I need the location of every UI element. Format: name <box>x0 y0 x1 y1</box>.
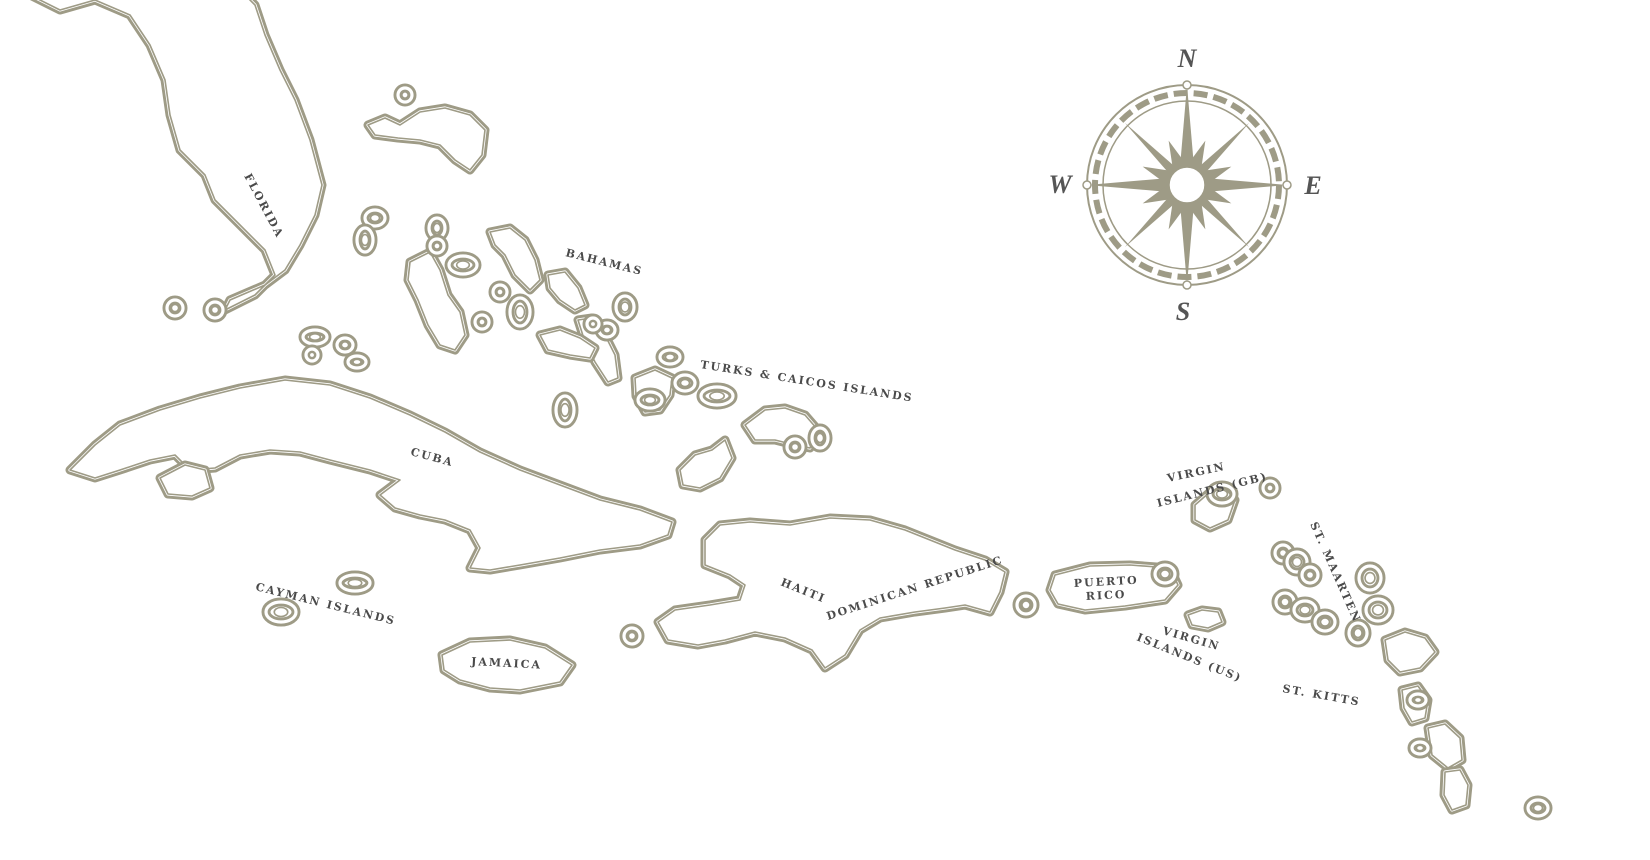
islet <box>582 313 604 335</box>
islet <box>335 570 375 596</box>
islet <box>1012 591 1040 619</box>
land-isle <box>160 465 210 496</box>
compass-north: N <box>1177 44 1198 73</box>
land-lucia <box>1444 770 1468 810</box>
land-hispaniola <box>658 518 1005 668</box>
land-inagua <box>680 440 732 488</box>
land-masses <box>30 0 1553 821</box>
label-jamaica: JAMAICA <box>470 655 542 672</box>
islet <box>470 310 494 334</box>
islet <box>1344 618 1372 648</box>
islet <box>393 83 417 107</box>
islet <box>1361 594 1395 626</box>
islet <box>655 345 685 369</box>
islet <box>807 423 833 453</box>
land-mart <box>1428 724 1462 768</box>
islet <box>162 295 188 321</box>
label-puerto-rico-1: PUERTO <box>1073 574 1139 590</box>
islet <box>696 382 738 410</box>
land-usvi <box>1188 610 1222 628</box>
label-bahamas: BAHAMAS <box>564 246 644 278</box>
islet <box>360 205 390 231</box>
land-abaco <box>368 108 485 170</box>
islet <box>551 391 579 429</box>
islet <box>1282 547 1312 577</box>
islet <box>1205 480 1239 508</box>
compass-west: W <box>1048 170 1073 199</box>
label-puerto-rico-2: RICO <box>1085 588 1126 603</box>
islet <box>1258 476 1282 500</box>
islet <box>633 387 667 413</box>
islet <box>611 291 639 323</box>
islet <box>261 597 301 627</box>
islet <box>202 297 228 323</box>
islet <box>505 293 535 331</box>
islet <box>488 280 512 304</box>
islet <box>782 434 808 460</box>
land-guad <box>1385 632 1435 672</box>
islet <box>298 325 332 349</box>
land-eleuthera <box>490 228 540 290</box>
compass-east: E <box>1303 171 1321 200</box>
land-florida <box>30 0 322 310</box>
islet <box>619 623 645 649</box>
islet <box>1354 561 1386 595</box>
label-st-kitts: ST. KITTS <box>1281 682 1361 709</box>
islet <box>1297 562 1323 588</box>
land-caicos <box>745 408 818 448</box>
islet <box>1523 795 1553 821</box>
islet <box>1150 560 1180 588</box>
islet <box>1405 689 1431 711</box>
islet <box>352 223 378 257</box>
islet <box>301 344 323 366</box>
islet <box>332 333 358 357</box>
islet <box>1407 737 1433 759</box>
compass-south: S <box>1176 297 1190 326</box>
land-cat <box>548 272 585 310</box>
islet <box>444 251 482 279</box>
islet <box>1310 608 1340 636</box>
islet <box>343 351 371 373</box>
compass-rose-icon: N S E W <box>1048 44 1321 326</box>
islet <box>425 234 449 258</box>
islet <box>1289 596 1321 624</box>
islet <box>670 370 700 396</box>
